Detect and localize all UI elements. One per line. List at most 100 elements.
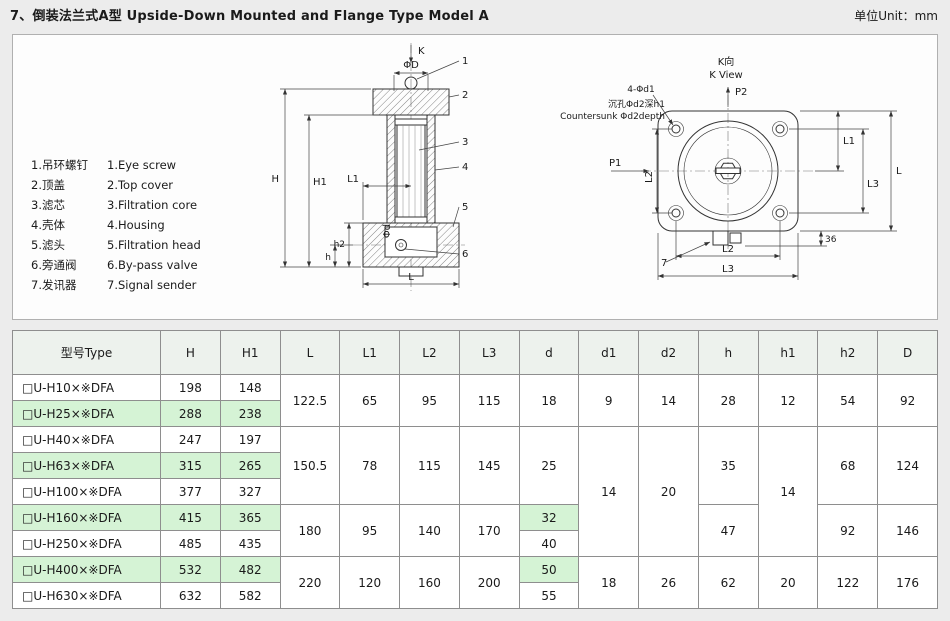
legend-en: 2.Top cover	[107, 178, 174, 192]
table-cell: 140	[399, 504, 460, 557]
legend-en: 3.Filtration core	[107, 198, 198, 212]
cell-type: □U-H40×※DFA	[12, 426, 161, 453]
table-cell: 482	[219, 556, 281, 583]
table-cell: 95	[339, 504, 401, 557]
table-cell: 327	[219, 478, 281, 505]
table-cell: 170	[458, 504, 520, 557]
table-cell: 146	[877, 504, 938, 557]
h2-h-dimensions	[330, 222, 363, 267]
dim-label-phid: Φd	[382, 224, 393, 238]
legend-zh: 4.壳体	[31, 218, 65, 232]
cell-type: □U-H10×※DFA	[12, 374, 161, 401]
table-cell: 20	[638, 426, 699, 557]
table-row: □U-H250×※DFA 485 435 40	[12, 530, 938, 557]
callout-3: 3	[462, 137, 468, 148]
table-cell: 532	[160, 556, 221, 583]
col-header: d	[518, 330, 580, 375]
table-cell: 35	[697, 426, 759, 505]
callout-4: 4	[462, 162, 468, 173]
dim-label-bottom-l2: L2	[722, 244, 734, 255]
phiD-label: ΦD	[403, 60, 419, 71]
dim-label-right-l3: L3	[867, 179, 879, 190]
table-cell: 415	[160, 504, 221, 531]
cell-type: □U-H630×※DFA	[12, 582, 161, 609]
table-cell: 92	[817, 504, 879, 557]
table-cell: 365	[219, 504, 281, 531]
table-row: □U-H160×※DFA 415 365 180 95 140 170 32 4…	[12, 504, 938, 557]
table-row: □U-H400×※DFA 532 482 220 120 160 200 50 …	[12, 556, 938, 609]
table-cell: 92	[877, 374, 938, 427]
table-row: □U-H100×※DFA 377 327	[12, 478, 938, 505]
table-cell: 247	[160, 426, 221, 453]
dim-label-L1: L1	[347, 174, 359, 185]
col-header: L	[279, 330, 341, 375]
filtration-core	[396, 124, 426, 218]
countersink-label-en: Countersunk Φd2depth	[560, 112, 665, 122]
col-header: L2	[399, 330, 460, 375]
eye-screw-boss	[714, 157, 742, 185]
table-cell: 14	[578, 426, 640, 557]
table-cell: 148	[219, 374, 281, 401]
legend-zh: 7.发讯器	[31, 278, 77, 292]
dim-label-36: 36	[825, 235, 837, 245]
col-header: h1	[757, 330, 819, 375]
legend-zh: 3.滤芯	[31, 198, 65, 212]
dim-label-left-l2: L2	[644, 171, 655, 183]
callout-7: 7	[661, 258, 667, 269]
l-dimension	[362, 269, 460, 288]
table-row: □U-H40×※DFA 247 197 150.5 78 115 145 25 …	[12, 426, 938, 557]
col-header: L1	[339, 330, 401, 375]
bypass-valve	[395, 239, 407, 251]
table-cell: 25	[518, 426, 580, 505]
dim-label-right-l1: L1	[843, 136, 855, 147]
bypass-valve-core	[398, 242, 404, 248]
core-bottom-cap	[394, 216, 428, 224]
table-cell: 122	[817, 556, 879, 609]
table-cell: 14	[757, 426, 819, 557]
col-header: h2	[817, 330, 879, 375]
table-cell: 122.5	[279, 374, 341, 427]
cell-type: □U-H25×※DFA	[12, 400, 161, 427]
table-cell: 582	[219, 582, 281, 609]
countersink-label-zh: 沉孔Φd2深h1	[608, 99, 665, 110]
col-header: d2	[638, 330, 699, 375]
dim-label-h: h	[325, 253, 331, 263]
technical-drawing: K ΦD	[271, 43, 902, 291]
table-cell: 315	[160, 452, 221, 479]
table-cell: 145	[458, 426, 520, 505]
port-label-p2: P2	[735, 87, 747, 98]
table-cell: 180	[279, 504, 341, 557]
dim-label-h2: h2	[334, 240, 345, 250]
col-header: H	[160, 330, 221, 375]
dim-label-bottom-l3: L3	[722, 264, 734, 275]
dim-label-H1: H1	[313, 177, 327, 188]
housing-wall-left	[386, 114, 396, 224]
table-cell: 62	[697, 556, 759, 609]
table-cell: 18	[518, 374, 580, 427]
callout-2: 2	[462, 90, 468, 101]
h-dimensions	[280, 88, 385, 268]
cell-type: □U-H100×※DFA	[12, 478, 161, 505]
header-bar: 7、倒装法兰式A型 Upside-Down Mounted and Flange…	[10, 5, 938, 24]
cell-type: □U-H63×※DFA	[12, 452, 161, 479]
table-cell: 265	[219, 452, 281, 479]
housing-circle	[677, 120, 779, 222]
table-cell: 176	[877, 556, 938, 609]
eye-ring-bar	[715, 167, 741, 174]
col-header-type: 型号Type	[12, 330, 161, 375]
dim-label-L: L	[408, 272, 414, 283]
legend-en: 1.Eye screw	[107, 158, 177, 172]
table-cell: 198	[160, 374, 221, 401]
left-l2-dimension	[652, 128, 672, 214]
callout-1: 1	[462, 56, 468, 67]
dim-label-H: H	[271, 174, 279, 185]
legend-en: 5.Filtration head	[107, 238, 201, 252]
port-label-p1: P1	[609, 158, 621, 169]
legend-zh: 6.旁通阀	[31, 258, 77, 272]
table-cell: 150.5	[279, 426, 341, 505]
legend-en: 4.Housing	[107, 218, 165, 232]
outlet-port	[398, 266, 424, 277]
page-title: 7、倒装法兰式A型 Upside-Down Mounted and Flange…	[10, 9, 489, 24]
